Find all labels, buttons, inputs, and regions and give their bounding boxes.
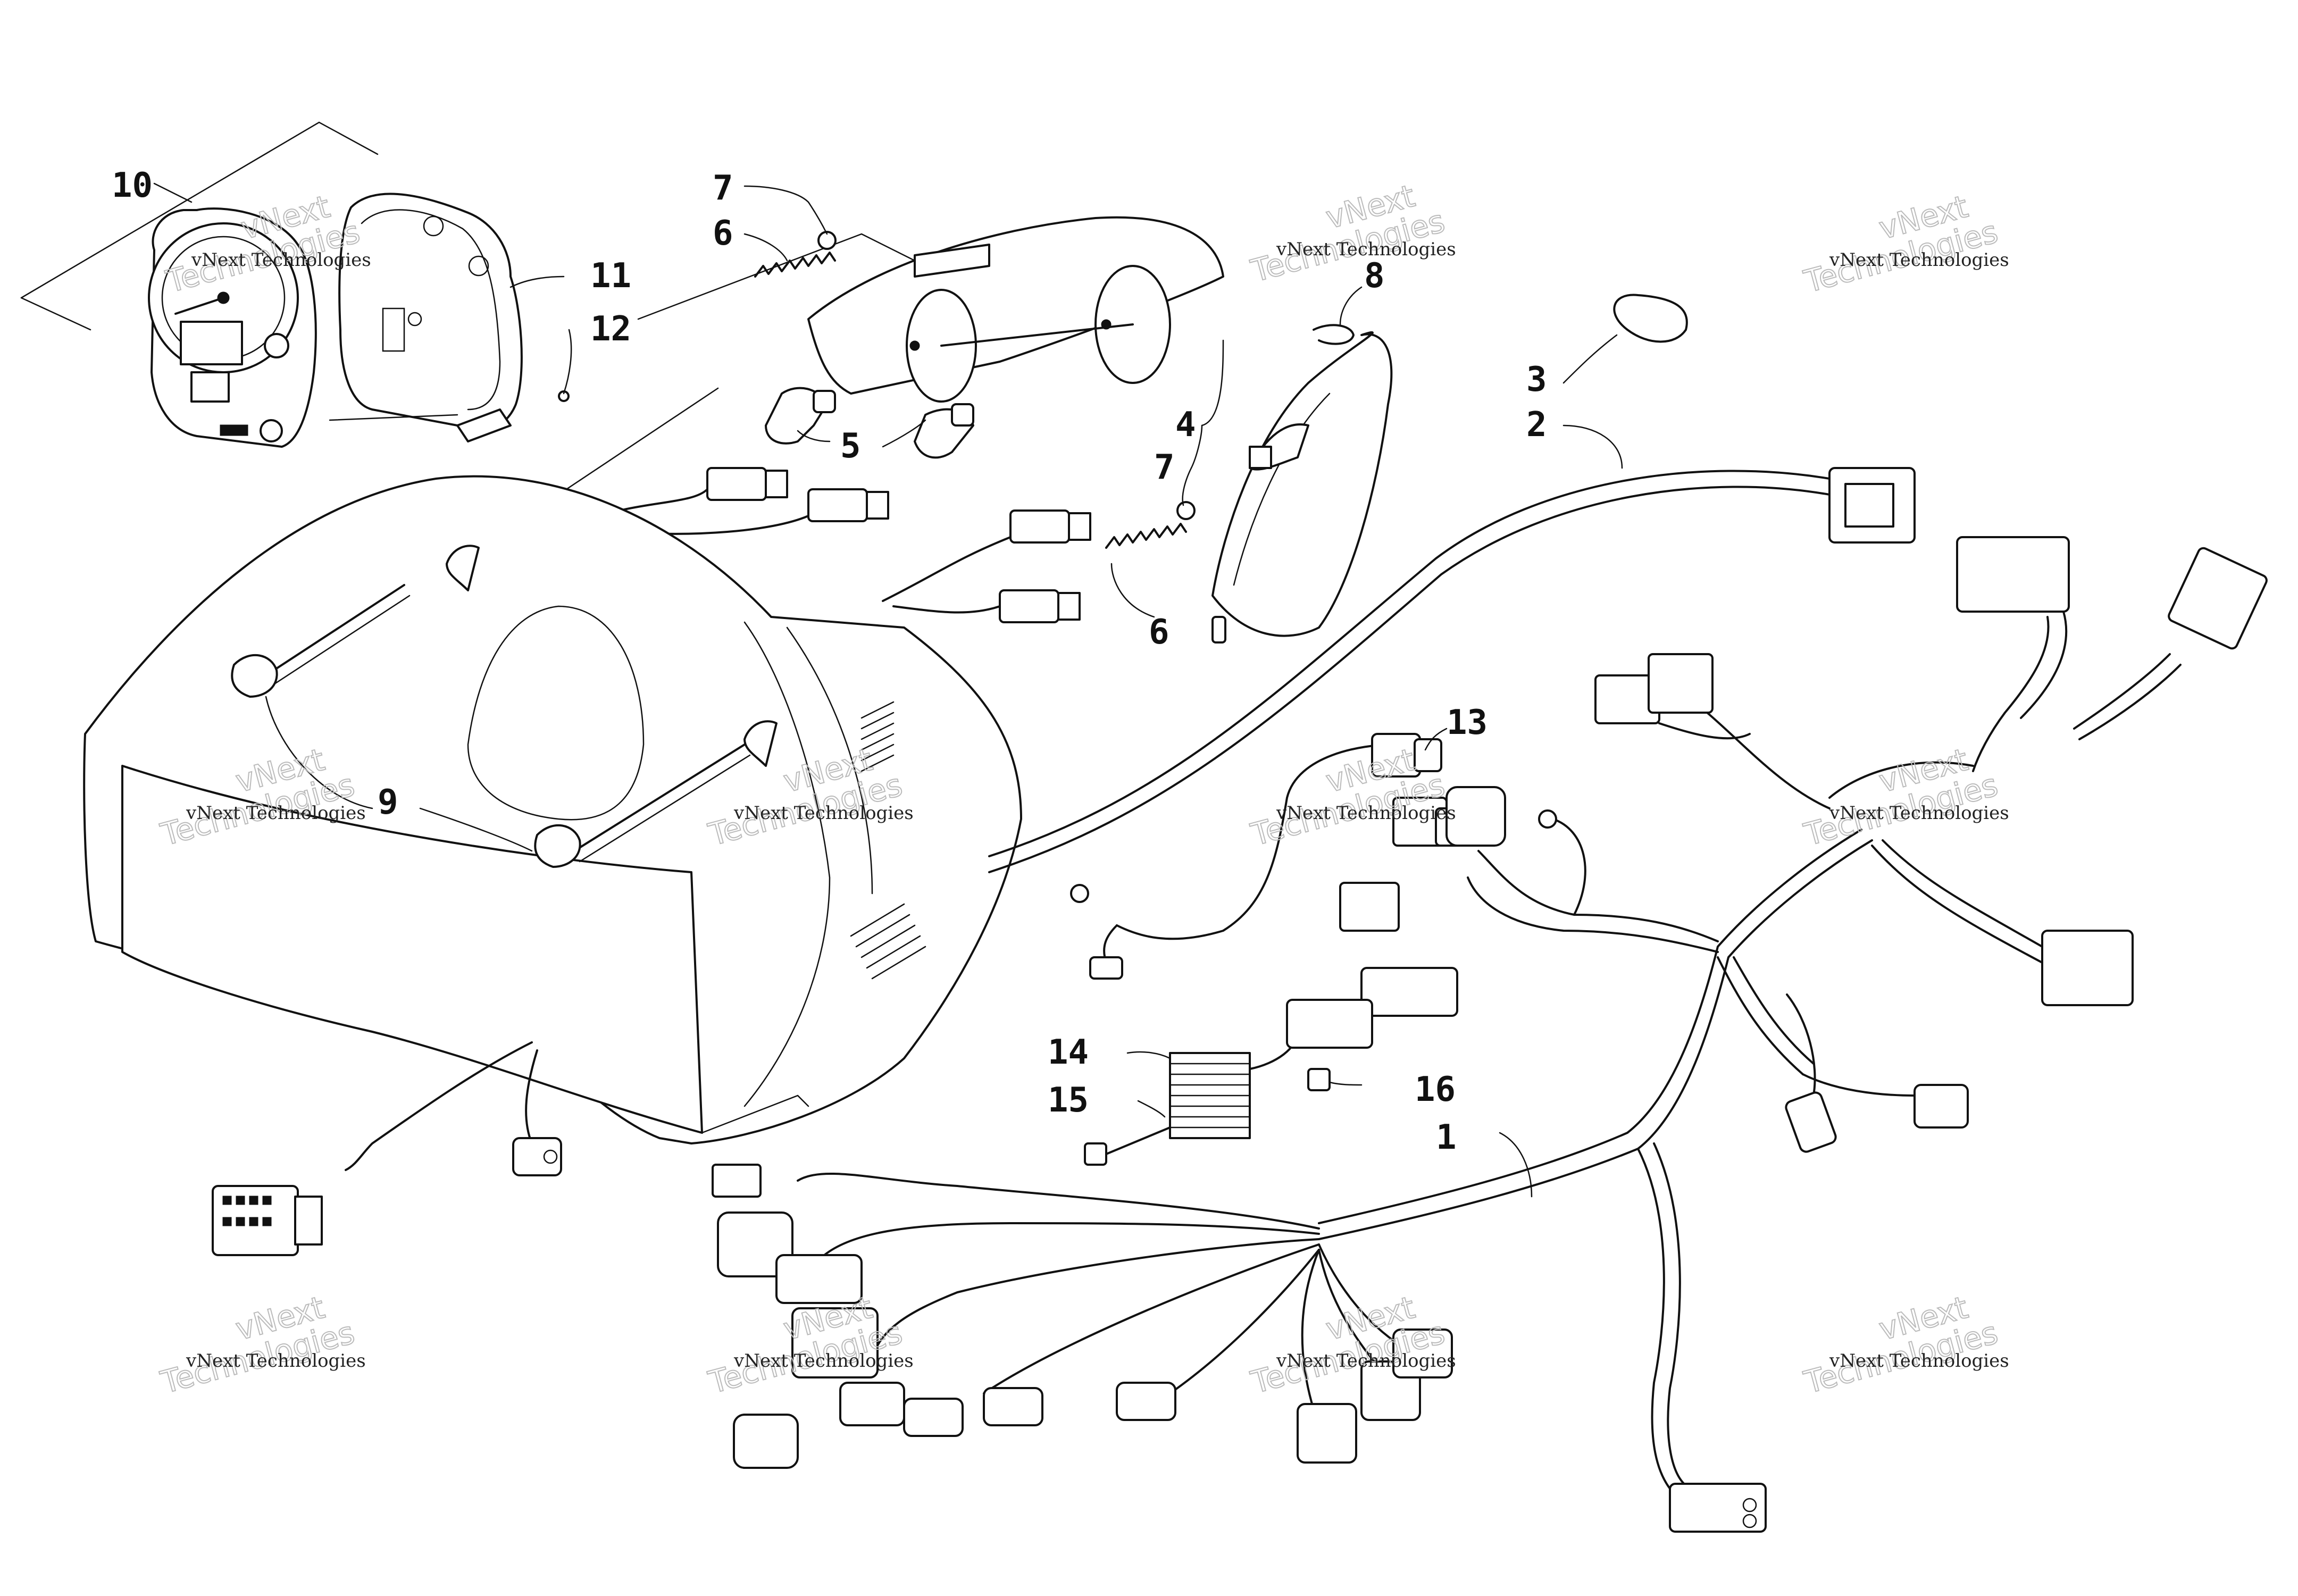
callout-16: 16: [1415, 1070, 1456, 1109]
right-harness-connectors: [1594, 536, 2268, 1006]
callout-7-mid: 7: [1154, 448, 1175, 487]
springs-and-washers: [754, 231, 1196, 549]
callout-8: 8: [1364, 256, 1385, 296]
watermark-text: vNext Technologies: [186, 1350, 366, 1372]
bulb-socket-elbows: [765, 387, 974, 459]
callout-labels: 10 11 12 7 6 8 3 2 4 7 5 6 9 13 14 15 16…: [112, 166, 1547, 1157]
watermark-text: vNext Technologies: [733, 803, 914, 824]
speedometer-gauge: [148, 207, 317, 448]
callout-14: 14: [1048, 1033, 1089, 1072]
hood-cowl: [83, 475, 1022, 1144]
watermark-text: vNext Technologies: [186, 803, 366, 824]
watermark-text: vNext Technologies: [1829, 803, 2009, 824]
callout-15: 15: [1048, 1081, 1089, 1120]
callout-10: 10: [112, 166, 153, 205]
watermark-text: vNext Technologies: [1276, 803, 1456, 824]
watermark-text: vNext Technologies: [1829, 1350, 2009, 1372]
watermark-text: vNext Technologies: [191, 249, 371, 271]
watermark-text: vNext Technologies: [1829, 249, 2009, 271]
main-wiring-harness: [1070, 733, 1969, 1533]
callout-2: 2: [1526, 405, 1547, 445]
watermark-text: vNext Technologies: [1276, 1350, 1456, 1372]
lower-harness-branches: [712, 1164, 1453, 1469]
callout-9: 9: [378, 783, 398, 822]
headlight-harness-connectors: [584, 467, 1091, 623]
callout-7-top: 7: [713, 169, 733, 208]
callout-12: 12: [590, 310, 631, 349]
cable-ring-and-long-cable: [988, 294, 1916, 873]
leader-lines: [153, 182, 1623, 1198]
callout-3: 3: [1526, 360, 1547, 399]
assembly-bracket-lines: [20, 121, 932, 506]
cowl-harness-connectors: [212, 1041, 562, 1256]
headlight-lower-housing: [1211, 331, 1393, 644]
callout-1: 1: [1436, 1118, 1457, 1157]
callout-11: 11: [590, 256, 631, 296]
hood-bolts: [231, 584, 751, 868]
callout-4: 4: [1175, 405, 1196, 445]
gauge-housing: [329, 193, 523, 442]
wire-clip: [1313, 324, 1355, 345]
watermark-text: vNext Technologies: [1276, 239, 1456, 260]
headlight-upper-housing: [807, 216, 1224, 403]
callout-6-mid: 6: [1149, 613, 1169, 652]
callout-13: 13: [1447, 703, 1488, 742]
voltage-regulator: [1084, 999, 1373, 1166]
watermark-text: vNext Technologies: [733, 1350, 914, 1372]
callout-6-top: 6: [713, 214, 733, 253]
callout-5: 5: [840, 427, 861, 466]
